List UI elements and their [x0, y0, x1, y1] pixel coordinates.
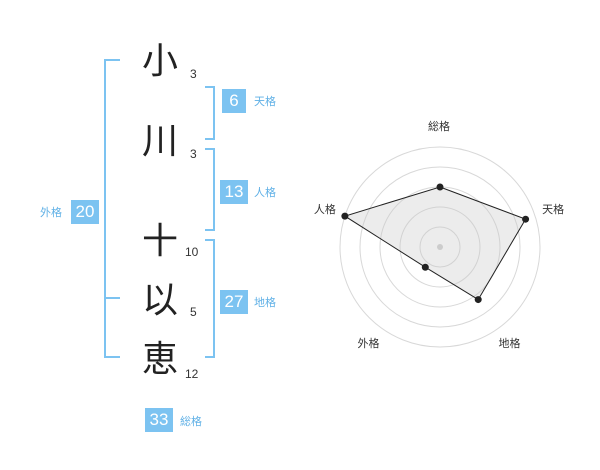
radar-area: [343, 186, 527, 301]
radar-point-1: [436, 183, 444, 191]
soukaku-badge: 33: [145, 408, 173, 432]
given-stroke-1: 10: [185, 245, 199, 259]
radar-axis-label-4: 外格: [357, 337, 380, 351]
chikaku-bracket: [205, 239, 215, 358]
radar-point-5: [341, 212, 349, 220]
soukaku-label: 総格: [180, 415, 202, 428]
chikaku-label: 地格: [254, 296, 276, 309]
tenkaku-badge: 6: [222, 89, 246, 113]
radar-ring: [399, 206, 481, 288]
radar-ring: [339, 146, 541, 348]
gaikaku-label: 外格: [40, 206, 62, 219]
radar-axis-label-3: 地格: [498, 337, 521, 351]
tenkaku-label: 天格: [254, 95, 276, 108]
radar-ring: [419, 226, 461, 268]
surname-stroke-2: 3: [190, 147, 197, 161]
radar-point-2: [522, 215, 530, 223]
gaikaku-bracket: [104, 59, 120, 358]
surname-stroke-1: 3: [190, 67, 197, 81]
given-char-2: 以: [142, 280, 179, 321]
radar-ring: [359, 166, 521, 328]
gaikaku-badge: 20: [71, 200, 99, 224]
radar-axis-label-2: 天格: [542, 202, 565, 216]
jinkaku-badge: 13: [220, 180, 248, 204]
surname-char-2: 川: [142, 121, 179, 162]
radar-point-4: [421, 263, 429, 271]
radar-center: [437, 244, 443, 250]
radar-axis-label-5: 人格: [313, 202, 336, 216]
jinkaku-bracket: [205, 148, 215, 231]
given-stroke-2: 5: [190, 305, 197, 319]
jinkaku-label: 人格: [254, 186, 276, 199]
given-char-1: 十: [142, 221, 179, 262]
radar-point-3: [474, 296, 482, 304]
given-char-3: 恵: [142, 339, 179, 380]
tenkaku-bracket: [205, 86, 215, 140]
surname-char-1: 小: [142, 41, 179, 82]
chikaku-badge: 27: [220, 290, 248, 314]
radar-axis-label-1: 総格: [428, 120, 450, 133]
given-stroke-3: 12: [185, 367, 199, 381]
